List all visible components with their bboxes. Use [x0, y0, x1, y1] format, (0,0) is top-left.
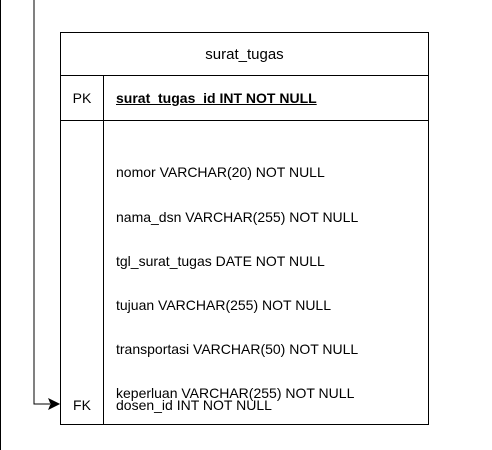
- attribute-row: tujuan VARCHAR(255) NOT NULL: [116, 297, 332, 313]
- attribute-row: tgl_surat_tugas DATE NOT NULL: [116, 253, 325, 269]
- attribute-row: nomor VARCHAR(20) NOT NULL: [116, 164, 325, 180]
- attribute-row: nama_dsn VARCHAR(255) NOT NULL: [116, 209, 359, 225]
- attribute-row: keperluan VARCHAR(255) NOT NULL: [116, 385, 355, 401]
- canvas-left-edge: [0, 0, 1, 450]
- connector-arrowhead: [48, 397, 61, 411]
- fk-attribute: dosen_id INT NOT NULL: [116, 397, 272, 413]
- connector-line: [33, 0, 50, 405]
- fk-label: FK: [73, 397, 91, 413]
- primary-key-divider: [61, 120, 428, 121]
- pk-label: PK: [72, 90, 92, 106]
- key-column-divider: [103, 76, 104, 424]
- entity-table-surat-tugas[interactable]: surat_tugas PK surat_tugas_id INT NOT NU…: [60, 32, 429, 425]
- relationship-connector: [33, 0, 61, 411]
- pk-attribute: surat_tugas_id INT NOT NULL: [116, 90, 317, 106]
- attribute-row: transportasi VARCHAR(50) NOT NULL: [116, 341, 359, 357]
- entity-title: surat_tugas: [61, 33, 428, 76]
